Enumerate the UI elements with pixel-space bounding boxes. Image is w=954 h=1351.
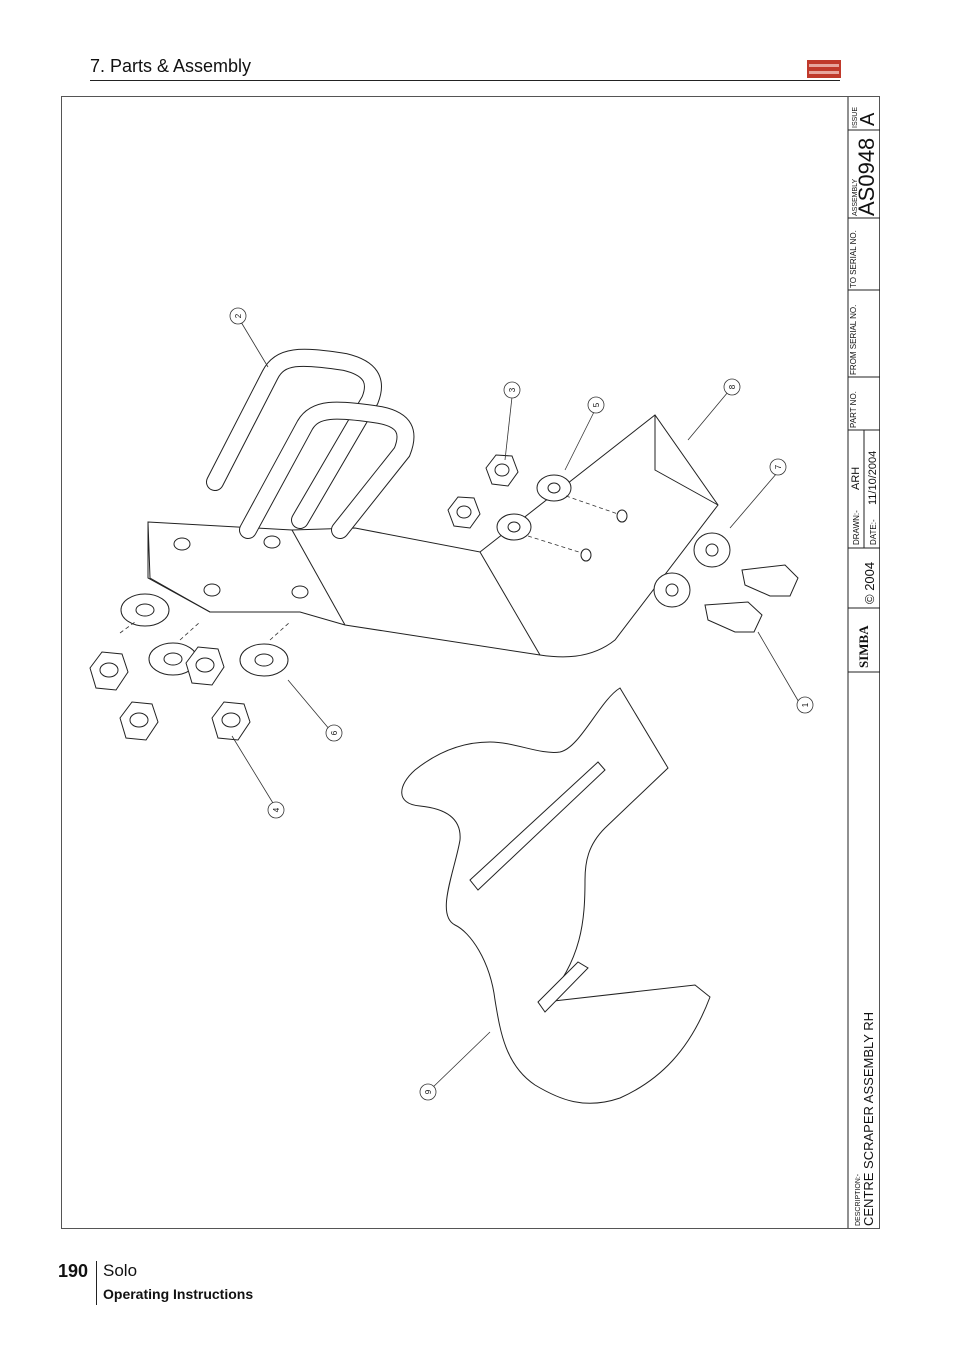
description-label: DESCRIPTION:- — [855, 1173, 862, 1226]
callout-label-6: 6 — [330, 730, 339, 735]
brand-text: SIMBA — [856, 625, 871, 668]
date-value: 11/10/2004 — [867, 451, 879, 505]
callout-2 — [229, 307, 247, 325]
issue-label: ISSUE — [852, 107, 859, 128]
callout-label-9: 9 — [424, 1089, 433, 1094]
page-number: 190 — [58, 1261, 89, 1281]
callout-label-5: 5 — [592, 402, 601, 407]
footer-divider — [96, 1261, 97, 1305]
callout-label-1: 1 — [801, 702, 810, 707]
bolt-b — [704, 601, 763, 633]
section-title: 7. Parts & Assembly — [90, 56, 252, 76]
scraper-blade — [401, 687, 711, 1104]
description-value: CENTRE SCRAPER ASSEMBLY RH — [861, 1012, 876, 1226]
drawing-frame — [61, 96, 880, 1229]
callout-6 — [325, 724, 343, 742]
callout-label-3: 3 — [508, 387, 517, 392]
assembly-value: AS0948 — [854, 138, 879, 216]
issue-value: A — [857, 112, 879, 126]
model-name: Solo — [103, 1261, 138, 1280]
main-bracket — [147, 414, 719, 658]
title-block — [847, 97, 880, 1228]
part-no-label: PART NO. — [849, 391, 858, 428]
date-label: DATE:- — [869, 519, 878, 545]
callout-label-2: 2 — [234, 313, 243, 318]
callout-7 — [769, 458, 787, 476]
drawn-label: DRAWN:- — [852, 510, 861, 545]
callout-8 — [723, 378, 741, 396]
callout-label-7: 7 — [774, 464, 783, 469]
copyright: © 2004 — [862, 562, 877, 604]
simba-logo — [807, 60, 841, 78]
callout-5 — [587, 396, 605, 414]
callout-9 — [419, 1083, 437, 1101]
callouts — [229, 307, 814, 1101]
callout-4 — [267, 801, 285, 819]
assembly-label: ASSEMBLY — [852, 178, 859, 216]
callout-label-4: 4 — [272, 807, 281, 812]
to-serial-label: TO SERIAL NO. — [849, 230, 858, 288]
callout-3 — [503, 381, 521, 399]
bolt-a — [741, 564, 799, 597]
callout-1 — [796, 696, 814, 714]
manual-subtitle: Operating Instructions — [103, 1286, 254, 1302]
drawn-value: ARH — [850, 467, 862, 490]
from-serial-label: FROM SERIAL NO. — [849, 305, 858, 375]
callout-label-8: 8 — [728, 384, 737, 389]
header-rule — [90, 80, 840, 81]
